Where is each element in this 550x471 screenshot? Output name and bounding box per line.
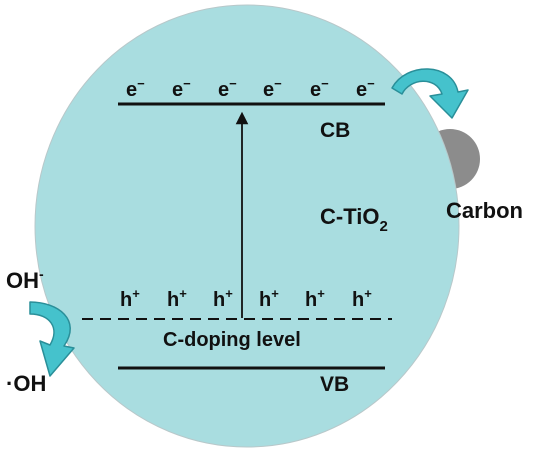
electron-row: e− e− e− e− e− e− bbox=[126, 76, 375, 101]
carbon-label: Carbon bbox=[446, 198, 523, 223]
hydroxyl-radical-label: ·OH bbox=[6, 371, 46, 396]
electron-label: e− bbox=[126, 76, 145, 101]
electron-label: e− bbox=[263, 76, 282, 101]
electron-label: e− bbox=[172, 76, 191, 101]
vb-label: VB bbox=[320, 373, 349, 396]
hole-label: h+ bbox=[167, 286, 187, 311]
hole-label: h+ bbox=[259, 286, 279, 311]
electron-label: e− bbox=[310, 76, 329, 101]
electron-label: e− bbox=[356, 76, 375, 101]
hole-label: h+ bbox=[352, 286, 372, 311]
hole-label: h+ bbox=[213, 286, 233, 311]
hole-row: h+ h+ h+ h+ h+ h+ bbox=[120, 286, 372, 311]
hydroxide-label: OH- bbox=[6, 266, 44, 293]
electron-label: e− bbox=[218, 76, 237, 101]
curved-arrow-icon bbox=[29, 301, 75, 377]
cb-label: CB bbox=[320, 119, 350, 142]
c-tio2-label: C-TiO2 bbox=[320, 204, 388, 235]
hole-label: h+ bbox=[120, 286, 140, 311]
tio2-particle bbox=[34, 4, 460, 448]
curved-arrow-icon bbox=[391, 68, 469, 119]
doping-level-label: C-doping level bbox=[163, 329, 301, 351]
hole-label: h+ bbox=[305, 286, 325, 311]
